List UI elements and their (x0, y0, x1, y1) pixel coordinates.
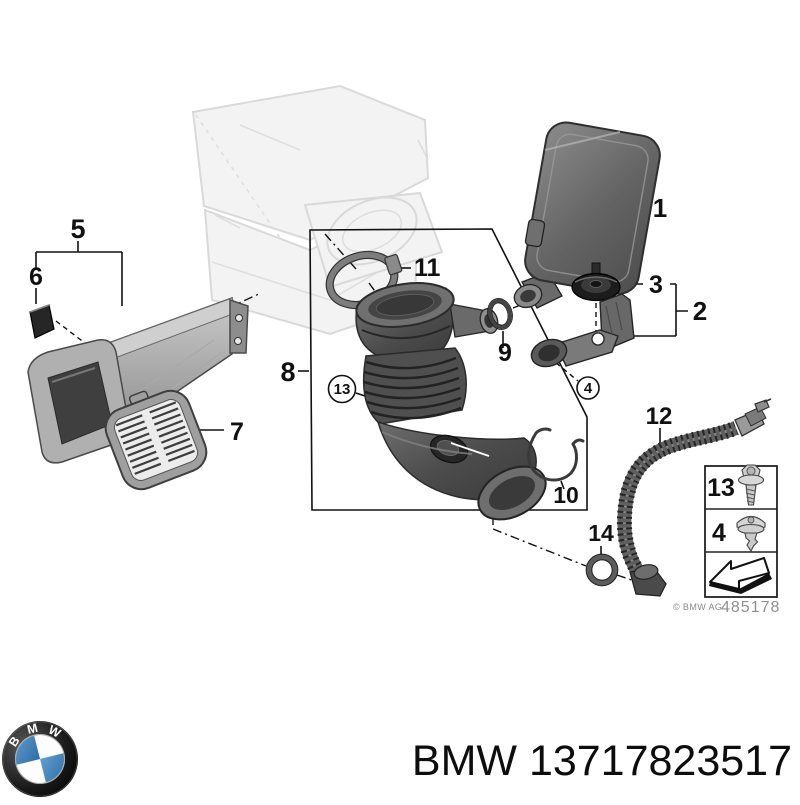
callout-11: 11 (414, 254, 441, 282)
installation-direction-arrow-icon (709, 557, 772, 594)
callout-1: 1 (653, 193, 667, 223)
callout-8: 8 (280, 357, 295, 387)
legend-label-4: 4 (712, 519, 726, 547)
callout-9: 9 (498, 339, 512, 367)
callout-6: 6 (29, 263, 43, 291)
callout-4: 4 (584, 380, 593, 397)
fastener-legend: 13 4 (704, 464, 778, 598)
copyright-text: © BMW AG (673, 602, 722, 612)
legend-label-13: 13 (707, 474, 735, 502)
drawing-number: 485178 (721, 599, 780, 616)
callout-3: 3 (649, 271, 663, 299)
roundel-quadrant-blue-1 (40, 753, 64, 783)
expanding-rivet-icon (736, 515, 766, 553)
callout-5: 5 (70, 214, 85, 244)
callout-7: 7 (230, 418, 244, 446)
roundel-quadrant-white-2 (16, 759, 46, 783)
o-ring-14-part (585, 553, 619, 587)
resonator-box-part (513, 121, 661, 309)
bmw-roundel-logo: B M W (2, 721, 78, 797)
group-8-outline (309, 228, 588, 511)
rubber-grommet-part (571, 262, 621, 302)
product-caption: BMW 13717823517 (412, 737, 792, 785)
roundel-quadrant-blue-2 (16, 735, 40, 765)
callout-13-circled: 13 (327, 374, 357, 404)
callout-14: 14 (588, 520, 614, 546)
roundel-quadrant-white-1 (34, 735, 64, 759)
torx-screw-icon (737, 464, 765, 506)
callout-13: 13 (334, 381, 351, 398)
o-ring-9-part (487, 298, 513, 330)
callout-2: 2 (693, 296, 707, 326)
buffer-pad-part (29, 304, 55, 339)
vent-hose-part (616, 398, 772, 597)
support-bracket-part (530, 293, 635, 368)
callout-labels: 1 2 3 5 6 7 8 9 10 11 12 14 13 4 (29, 193, 707, 546)
callout-4-circled: 4 (576, 376, 600, 400)
roundel-letter-m: M (26, 721, 39, 737)
air-pipe-boot-part (355, 282, 547, 521)
callout-12: 12 (646, 403, 673, 430)
retaining-clip-part (527, 427, 585, 482)
callout-10: 10 (553, 482, 579, 508)
intake-grille-part (104, 389, 208, 491)
